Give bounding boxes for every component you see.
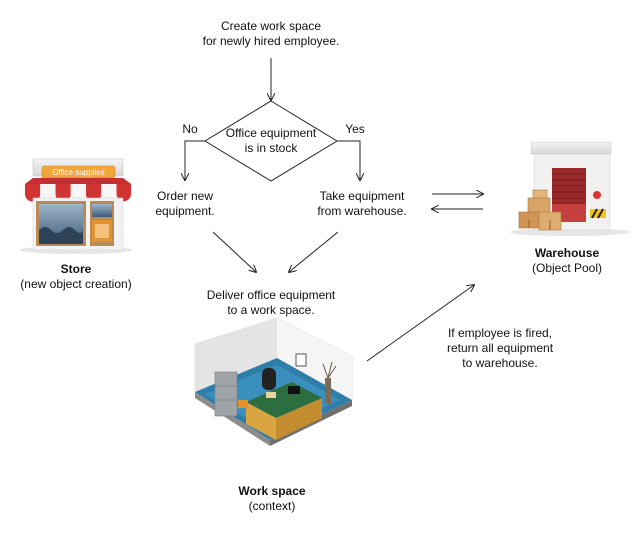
decision-line-1: Office equipment <box>225 126 317 140</box>
fired-line-1: If employee is fired, <box>447 326 553 340</box>
fired-line-2: return all equipment <box>446 341 554 355</box>
order-line-1: Order new <box>156 189 214 203</box>
take-line-1: Take equipment <box>319 189 405 203</box>
arrow-order-to-deliver <box>212 231 256 272</box>
order-step: Order new equipment. <box>135 189 235 219</box>
store-sign-text: Office supplies <box>52 168 104 177</box>
arrow-take-to-deliver <box>289 231 339 272</box>
start-line-2: for newly hired employee. <box>202 34 340 48</box>
decision-line-2: is in stock <box>244 141 298 155</box>
yes-label: Yes <box>345 122 365 136</box>
fired-note: If employee is fired, return all equipme… <box>430 326 570 371</box>
decision-diamond <box>204 100 338 182</box>
arrow-yes-branch <box>337 140 360 180</box>
no-label: No <box>182 122 198 136</box>
warehouse-title: Warehouse <box>534 246 600 260</box>
store-title: Store <box>60 262 92 276</box>
take-step: Take equipment from warehouse. <box>302 189 422 219</box>
fired-line-3: to warehouse. <box>462 356 538 370</box>
warehouse-subtitle: (Object Pool) <box>531 261 603 275</box>
workspace-caption: Work space (context) <box>222 484 322 514</box>
warehouse-icon <box>510 141 630 236</box>
deliver-line-2: to a work space. <box>227 303 315 317</box>
store-subtitle: (new object creation) <box>20 277 132 291</box>
order-line-2: equipment. <box>155 204 215 218</box>
take-line-2: from warehouse. <box>317 204 407 218</box>
start-step: Create work space for newly hired employ… <box>171 19 371 49</box>
workspace-subtitle: (context) <box>248 499 296 513</box>
arrow-no-branch <box>185 140 205 180</box>
store-icon: Office supplies <box>20 158 132 254</box>
deliver-step: Deliver office equipment to a work space… <box>186 288 356 318</box>
arrow-return-to-warehouse <box>366 285 474 362</box>
workspace-icon <box>194 317 353 446</box>
warehouse-caption: Warehouse (Object Pool) <box>507 246 627 276</box>
store-caption: Store (new object creation) <box>6 262 146 292</box>
workspace-title: Work space <box>238 484 306 498</box>
start-line-1: Create work space <box>220 19 322 33</box>
decision-text: Office equipment is in stock <box>211 126 331 156</box>
deliver-line-1: Deliver office equipment <box>206 288 336 302</box>
